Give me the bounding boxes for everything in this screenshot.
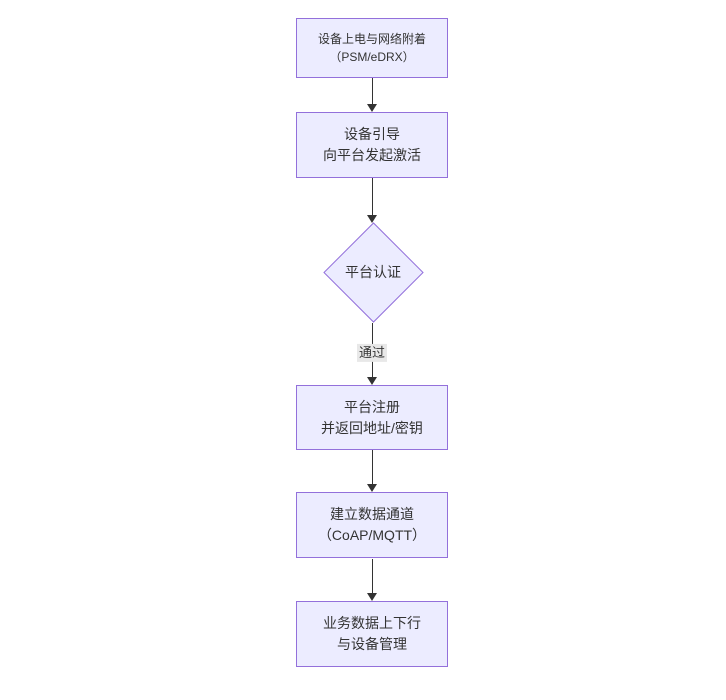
edge-register-to-channel bbox=[372, 450, 373, 484]
edge-power-to-bootstrap bbox=[372, 78, 373, 104]
node-text-line: 并返回地址/密钥 bbox=[321, 419, 423, 436]
arrow-down-icon bbox=[367, 593, 377, 601]
arrow-down-icon bbox=[367, 215, 377, 223]
node-platform-register: 平台注册 并返回地址/密钥 bbox=[296, 385, 448, 450]
node-text-line: 业务数据上下行 bbox=[323, 615, 421, 631]
node-text-line: 平台注册 bbox=[344, 398, 400, 415]
node-text-line: 与设备管理 bbox=[337, 636, 407, 652]
edge-channel-to-business bbox=[372, 559, 373, 593]
arrow-down-icon bbox=[367, 104, 377, 112]
arrow-down-icon bbox=[367, 377, 377, 385]
node-text-line: 向平台发起激活 bbox=[323, 147, 421, 163]
node-text-line: （PSM/eDRX） bbox=[329, 50, 415, 64]
node-power-attach: 设备上电与网络附着 （PSM/eDRX） bbox=[296, 18, 448, 78]
arrow-down-icon bbox=[367, 484, 377, 492]
node-text-line: （CoAP/MQTT） bbox=[317, 527, 427, 543]
node-text-line: 设备引导 bbox=[344, 126, 400, 142]
node-business-data: 业务数据上下行 与设备管理 bbox=[296, 601, 448, 667]
edge-bootstrap-to-auth bbox=[372, 178, 373, 215]
node-data-channel: 建立数据通道 （CoAP/MQTT） bbox=[296, 492, 448, 558]
node-text-line: 设备上电与网络附着 bbox=[317, 32, 426, 46]
node-bootstrap-activate: 设备引导 向平台发起激活 bbox=[296, 112, 448, 178]
node-text-line: 建立数据通道 bbox=[330, 506, 414, 522]
node-text-line: 平台认证 bbox=[345, 264, 401, 280]
edge-label-pass: 通过 bbox=[356, 343, 388, 363]
decision-platform-auth: 平台认证 bbox=[322, 221, 424, 323]
